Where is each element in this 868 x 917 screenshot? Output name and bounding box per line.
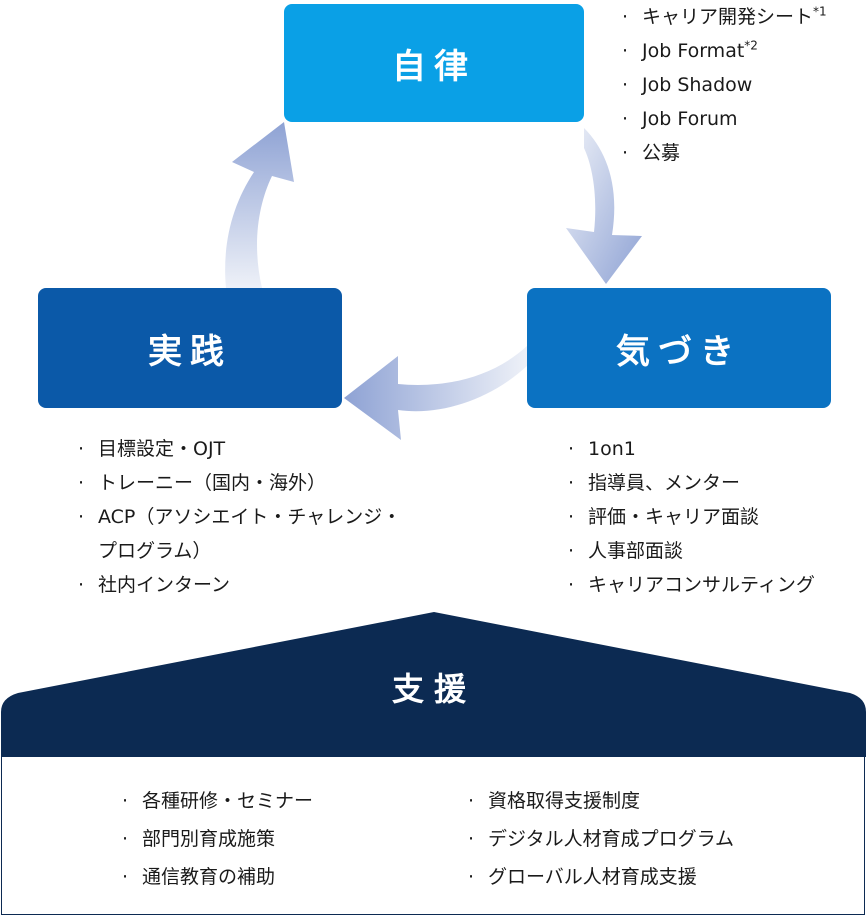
kizuki-list: 1on1 指導員、メンター 評価・キャリア面談 人事部面談 キャリアコンサルティ… [566,432,815,602]
list-item: 資格取得支援制度 [466,782,734,820]
list-item: Job Format*2 [620,34,827,68]
list-item: 人事部面談 [566,534,815,568]
jissen-list: 目標設定・OJT トレーニー（国内・海外） ACP（アソシエイト・チャレンジ・ … [76,432,401,602]
list-item-continuation: プログラム） [98,540,212,562]
arrow-jiritsu-to-kizuki [566,128,642,284]
list-item: トレーニー（国内・海外） [76,466,401,500]
list-item: キャリア開発シート*1 [620,0,827,34]
list-item: 目標設定・OJT [76,432,401,466]
list-item: デジタル人材育成プログラム [466,820,734,858]
jiritsu-box: 自律 [284,4,584,122]
list-item: 各種研修・セミナー [120,782,313,820]
jissen-box: 実践 [38,288,342,408]
list-item: 指導員、メンター [566,466,815,500]
list-item: Job Forum [620,102,827,136]
jiritsu-list: キャリア開発シート*1 Job Format*2 Job Shadow Job … [620,0,827,170]
footnote-mark: *2 [744,38,758,53]
kizuki-box: 気づき [527,288,831,408]
support-list-left: 各種研修・セミナー 部門別育成施策 通信教育の補助 [120,782,313,896]
support-title: 支援 [391,670,476,708]
kizuki-title: 気づき [616,331,742,372]
list-item: Job Shadow [620,68,827,102]
list-item: 評価・キャリア面談 [566,500,815,534]
arrow-jissen-to-jiritsu [225,122,294,288]
arrow-kizuki-to-jissen [344,346,527,440]
footnote-mark: *1 [813,4,827,19]
list-item: グローバル人材育成支援 [466,858,734,896]
list-item: 社内インターン [76,568,401,602]
list-item: キャリアコンサルティング [566,568,815,602]
jissen-title: 実践 [148,331,232,372]
list-item: 通信教育の補助 [120,858,313,896]
support-list-right: 資格取得支援制度 デジタル人材育成プログラム グローバル人材育成支援 [466,782,734,896]
list-item: 部門別育成施策 [120,820,313,858]
list-item: 1on1 [566,432,815,466]
jiritsu-title: 自律 [392,46,476,87]
list-item: ACP（アソシエイト・チャレンジ・ [76,500,401,534]
list-item: 公募 [620,136,827,170]
